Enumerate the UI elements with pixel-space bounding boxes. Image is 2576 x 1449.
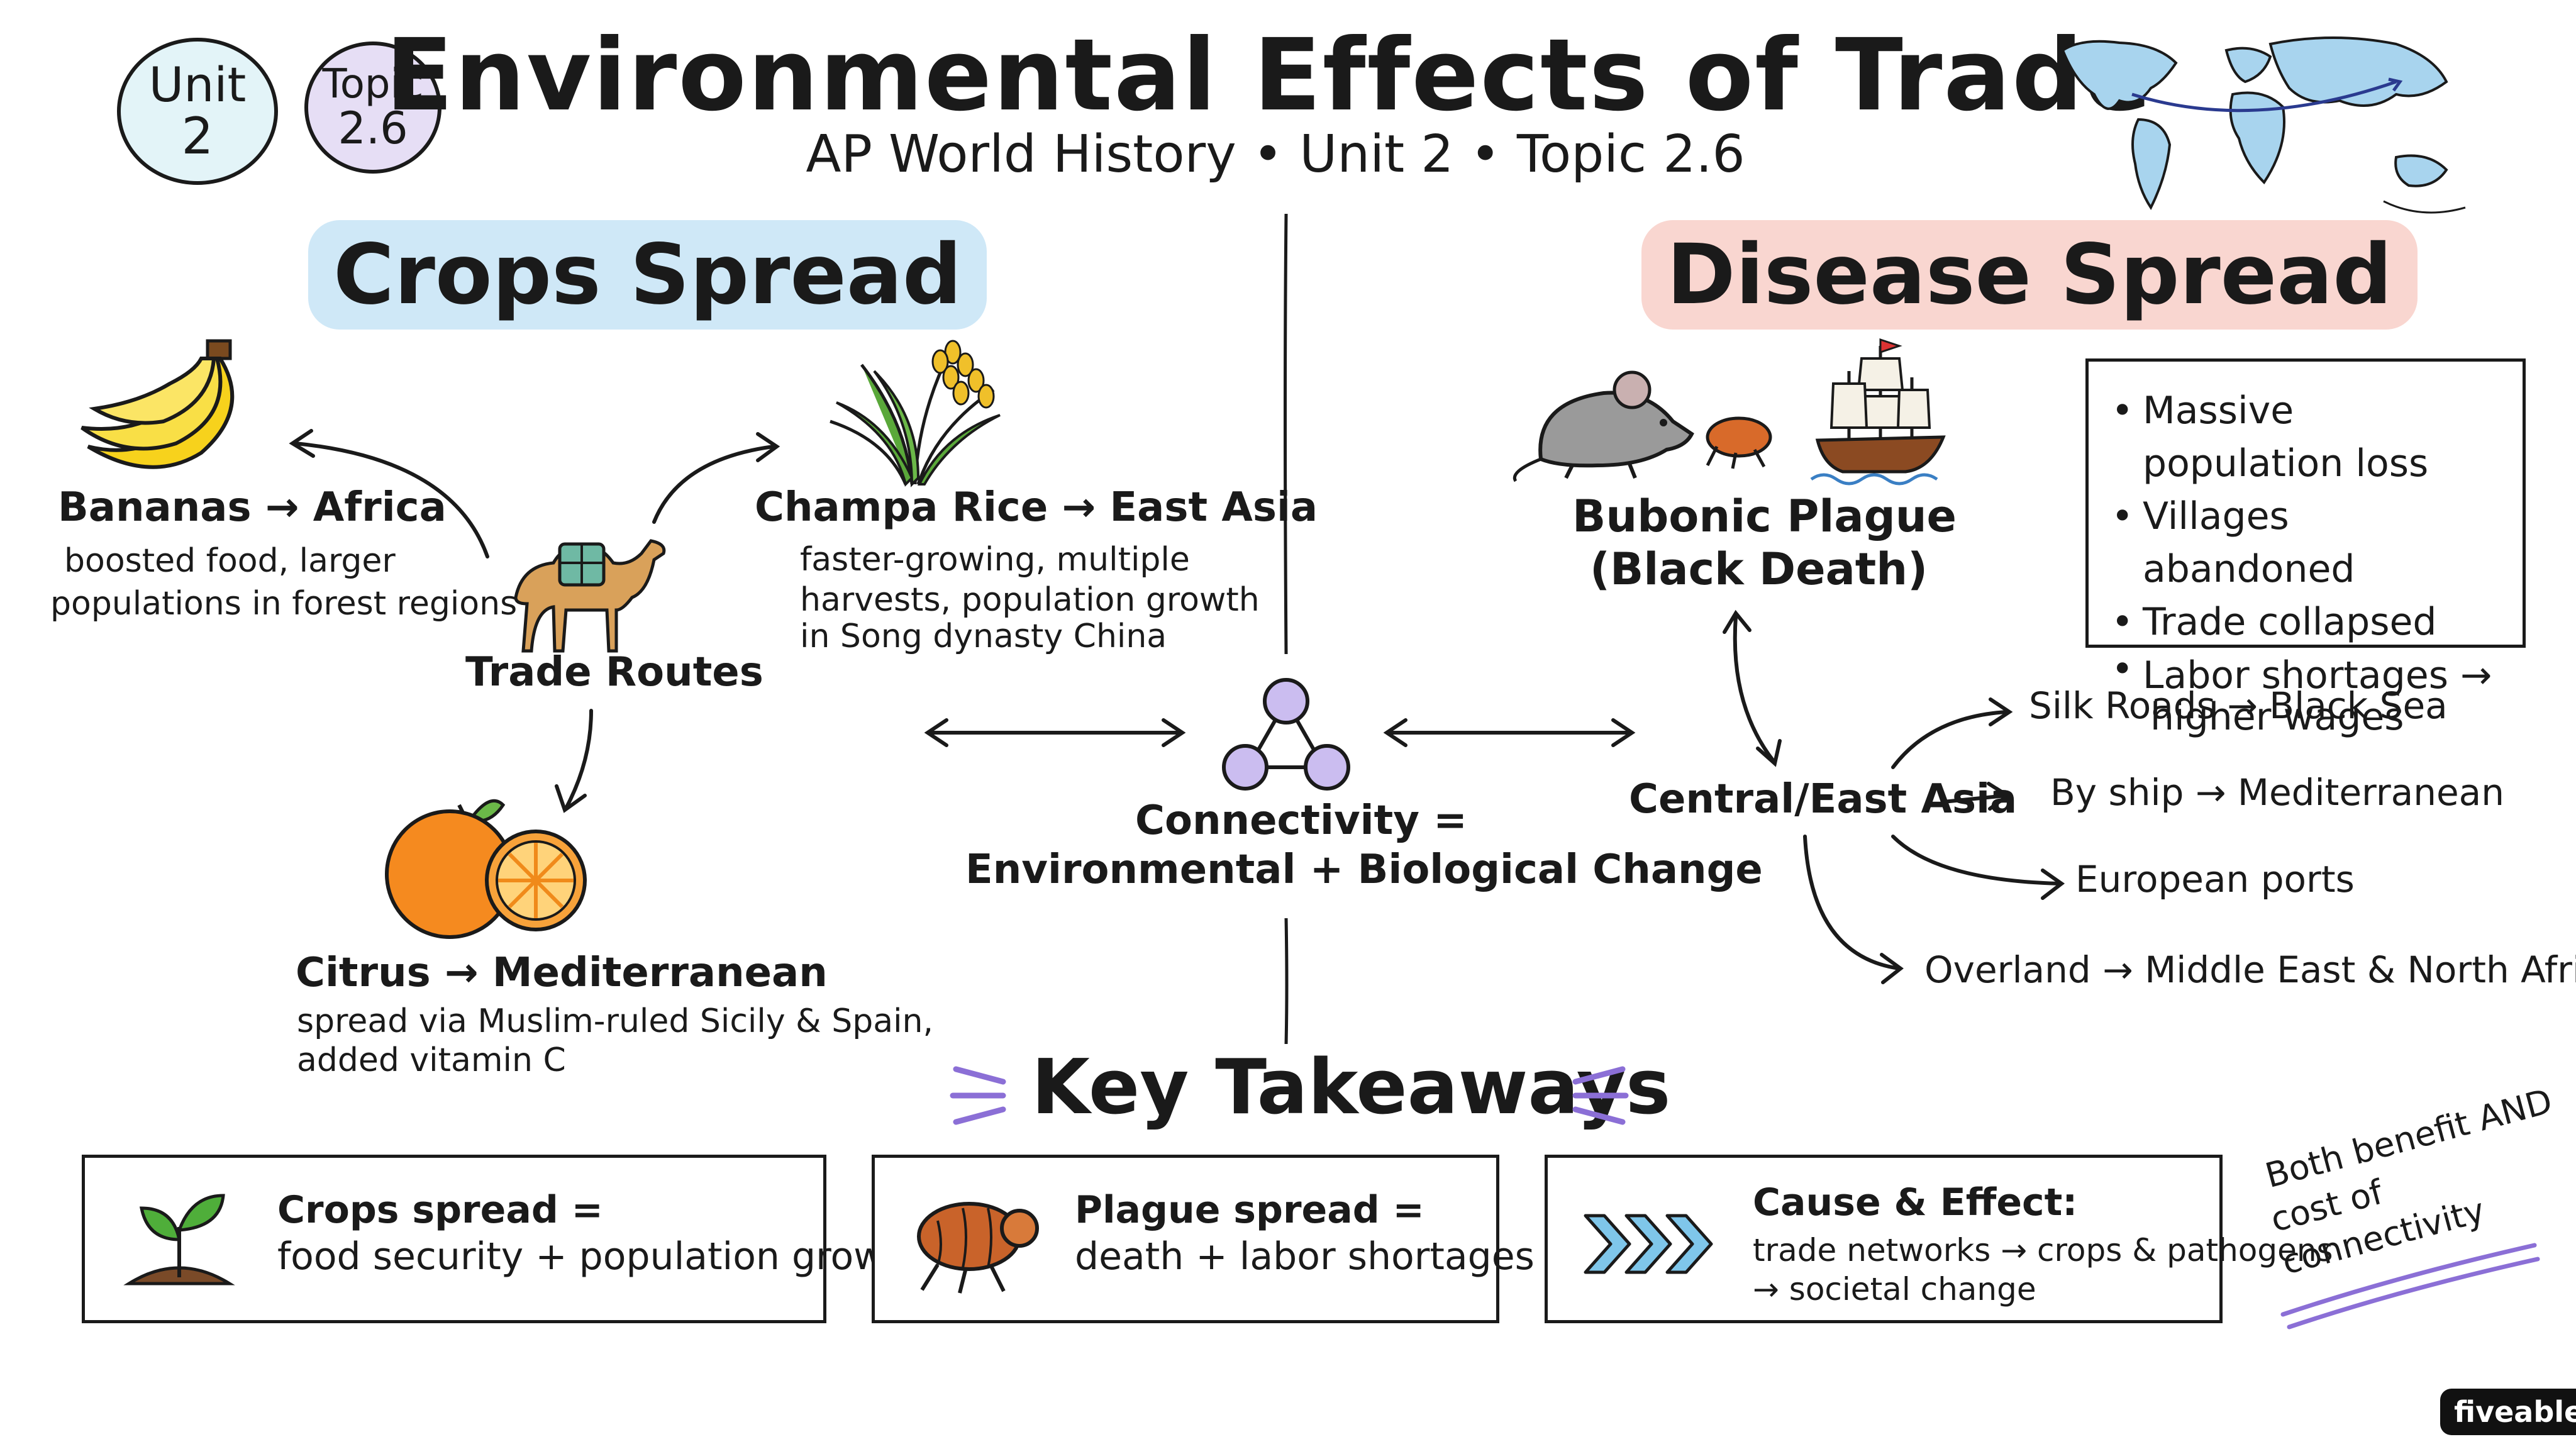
effect-item: Villages abandoned	[2107, 490, 2504, 596]
flea-icon	[917, 1202, 1039, 1294]
takeaway-plague-card: Plague spread = death + labor shortages	[872, 1155, 1535, 1323]
route-silk-roads: Silk Roads → Black Sea	[2029, 684, 2448, 727]
effect-item: Trade collapsed	[2107, 596, 2504, 648]
plague-origin: Central/East Asia	[1629, 776, 2018, 823]
plague-route-arrows	[1723, 609, 2065, 984]
takeaway-cause-line1: trade networks → crops & pathogens	[1753, 1232, 2333, 1269]
rice-desc-2: harvests, population growth	[800, 581, 1260, 619]
takeaway-plague-title: Plague spread =	[1075, 1188, 1424, 1232]
rice-desc-1: faster-growing, multiple	[800, 541, 1190, 579]
effect-item: Labor shortages → higher wages	[2107, 648, 2504, 738]
page-subtitle: AP World History • Unit 2 • Topic 2.6	[806, 125, 1745, 184]
citrus-icon	[385, 799, 587, 939]
topic-badge-label: Topic	[322, 60, 424, 108]
fiveable-logo: fiveable	[2440, 1389, 2576, 1435]
connectivity-line2: Environmental + Biological Change	[965, 847, 1763, 893]
takeaways-deco-right	[1572, 1066, 1629, 1125]
citrus-desc-2: added vitamin C	[297, 1041, 566, 1079]
rice-label: Champa Rice → East Asia	[755, 484, 1318, 531]
plague-line2: (Black Death)	[1590, 543, 1928, 595]
takeaway-crops-text: food security + population growth	[277, 1235, 923, 1279]
connectivity-line1: Connectivity =	[1135, 797, 1467, 844]
bananas-desc-2: populations in forest regions	[50, 585, 518, 623]
chevrons-icon	[1584, 1214, 1713, 1274]
takeaways-deco-left	[950, 1066, 1006, 1125]
takeaway-crops-card: Crops spread = food security + populatio…	[82, 1155, 923, 1323]
takeaways-heading: Key Takeaways	[1031, 1044, 1671, 1131]
seedling-icon	[123, 1194, 235, 1285]
topic-badge-number: 2.6	[338, 102, 408, 154]
world-map-icon	[2061, 36, 2466, 214]
rice-desc-3: in Song dynasty China	[800, 618, 1167, 655]
crops-heading: Crops Spread	[308, 220, 987, 330]
takeaway-plague-text: death + labor shortages	[1075, 1235, 1535, 1279]
takeaway-cause-line2: → societal change	[1753, 1271, 2036, 1307]
bananas-desc-1: boosted food, larger	[64, 542, 396, 580]
effect-item: Massive population loss	[2107, 384, 2504, 490]
rice-icon	[830, 340, 1001, 487]
trade-routes-label: Trade Routes	[465, 649, 763, 696]
banana-icon	[80, 339, 235, 469]
unit-badge: Unit 2	[117, 38, 278, 185]
citrus-label: Citrus → Mediterranean	[296, 950, 828, 996]
plague-effects-list: Massive population loss Villages abandon…	[2107, 384, 2504, 738]
disease-heading: Disease Spread	[1641, 220, 2418, 330]
rat-icon	[1513, 370, 1694, 482]
takeaway-crops-title: Crops spread =	[277, 1188, 603, 1232]
route-by-ship: By ship → Mediterranean	[2050, 771, 2504, 814]
ship-icon	[1810, 338, 1946, 486]
route-overland: Overland → Middle East & North Africa	[1924, 948, 2576, 991]
effect-item-line2: higher wages	[2150, 695, 2404, 739]
connectivity-icon	[1222, 678, 1350, 791]
citrus-desc-1: spread via Muslim-ruled Sicily & Spain,	[297, 1002, 934, 1040]
flea-icon	[1706, 416, 1772, 469]
center-divider	[1284, 213, 1289, 1045]
route-european-ports: European ports	[2075, 858, 2355, 901]
effect-item-line1: Labor shortages →	[2143, 653, 2492, 697]
crop-arrows	[289, 429, 780, 813]
page-title: Environmental Effects of Trade	[385, 18, 2153, 133]
topic-badge: Topic 2.6	[304, 42, 441, 174]
takeaway-cause-card: Cause & Effect: trade networks → crops &…	[1545, 1155, 2333, 1323]
bananas-label: Bananas → Africa	[58, 484, 447, 531]
camel-icon	[514, 539, 666, 653]
unit-badge-number: 2	[181, 106, 214, 165]
takeaway-cause-title: Cause & Effect:	[1753, 1180, 2078, 1224]
plague-effects-box: Massive population loss Villages abandon…	[2085, 358, 2526, 738]
unit-badge-label: Unit	[148, 57, 247, 113]
plague-line1: Bubonic Plague	[1572, 491, 1957, 542]
note-underline	[2280, 1243, 2540, 1330]
connectivity-arrows	[924, 718, 1636, 747]
